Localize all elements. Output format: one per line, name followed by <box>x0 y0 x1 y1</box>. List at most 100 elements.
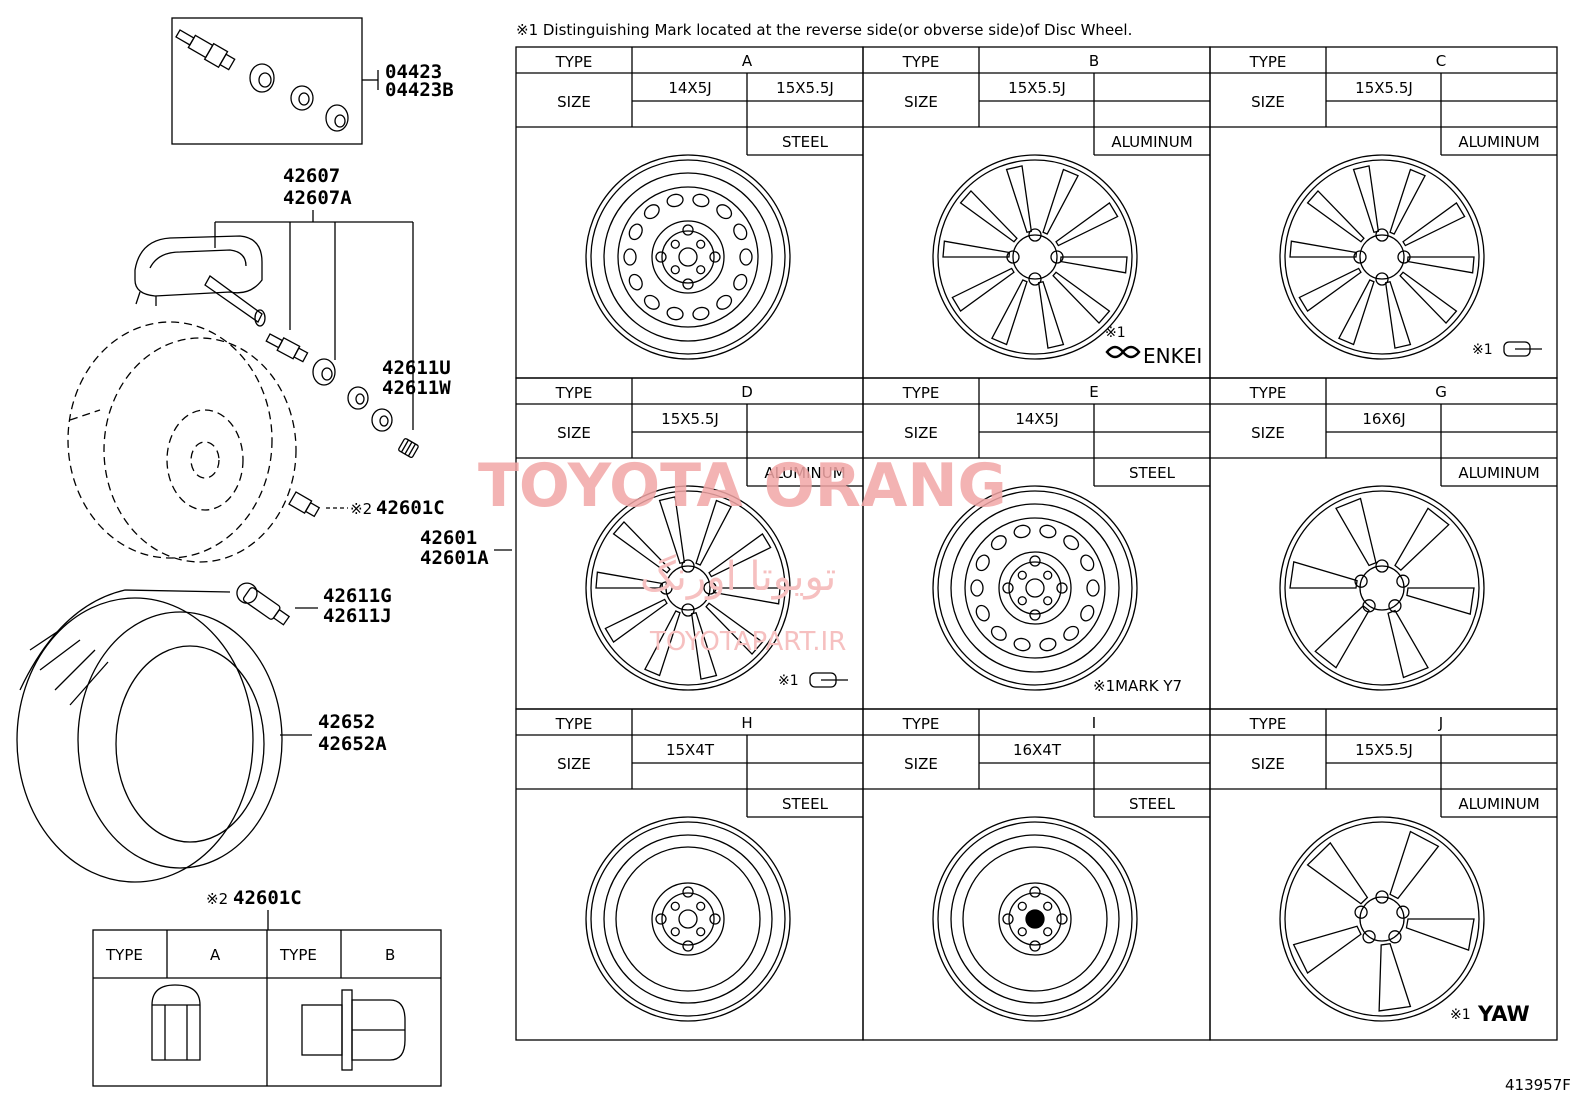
part-42611W: 42611W <box>382 377 451 399</box>
part-42611U: 42611U <box>382 357 451 379</box>
type-label: TYPE <box>555 715 593 733</box>
size-label: SIZE <box>904 755 938 773</box>
type-label: TYPE <box>555 384 593 402</box>
wheel-drawing-a <box>585 154 791 360</box>
wheel-table-grid <box>515 46 1558 1041</box>
material-label: ALUMINUM <box>764 464 845 482</box>
watermark: TOYOTA ORANG تويوتا اورنگ TOYOTAPART.IR <box>478 451 1007 657</box>
size-value: 15X4T <box>666 741 715 759</box>
tpms-sensor <box>134 235 266 327</box>
type-value: G <box>1435 383 1447 401</box>
wheel-drawing-j <box>1279 816 1485 1022</box>
size-label: SIZE <box>1251 93 1285 111</box>
size-value: 15X5.5J <box>1008 79 1066 97</box>
nut-table <box>92 929 442 1087</box>
type-label: TYPE <box>902 715 940 733</box>
size-value: 15X5.5J <box>776 79 834 97</box>
nut-a-drawing <box>151 984 201 1061</box>
mark-ref: ※1 <box>778 673 799 689</box>
size-value: 16X4T <box>1013 741 1062 759</box>
type-label: TYPE <box>902 53 940 71</box>
wheel-drawing-b <box>932 154 1138 360</box>
type-label: TYPE <box>902 384 940 402</box>
type-value: D <box>741 383 753 401</box>
distinguishing-note: ※1 Distinguishing Mark located at the re… <box>516 21 1132 39</box>
mark-ref: ※1 <box>1450 1007 1471 1023</box>
type-value: C <box>1436 52 1446 70</box>
size-label: SIZE <box>557 424 591 442</box>
mark-enkei: ENKEI <box>1143 344 1202 368</box>
material-label: STEEL <box>782 795 829 813</box>
material-label: STEEL <box>1129 795 1176 813</box>
watermark-sub: TOYOTAPART.IR <box>649 627 846 657</box>
wheel-cell-i: TYPE I SIZE 16X4T STEEL <box>902 714 1176 813</box>
size-label: SIZE <box>904 93 938 111</box>
tire <box>16 589 312 883</box>
snap-in-valve <box>236 582 318 626</box>
watermark-main: TOYOTA ORANG <box>478 451 1007 521</box>
material-label: ALUMINUM <box>1458 464 1539 482</box>
part-42607A: 42607A <box>283 187 352 209</box>
wheel-drawing-d <box>585 485 791 691</box>
type-value: H <box>741 714 752 732</box>
nut-type-a: A <box>210 946 221 964</box>
part-42611J: 42611J <box>323 605 392 627</box>
type-label: TYPE <box>555 53 593 71</box>
part-42611G: 42611G <box>323 585 392 607</box>
type-value: B <box>1089 52 1099 70</box>
size-label: SIZE <box>1251 424 1285 442</box>
mark-yaw: YAW <box>1477 1002 1530 1026</box>
wheel-cell-d: TYPE D SIZE 15X5.5J ALUMINUM ※1 <box>555 383 848 689</box>
type-value: I <box>1092 714 1096 732</box>
mark-ref: ※1 <box>1105 325 1126 341</box>
mark-ref: ※1 <box>1472 342 1493 358</box>
watermark-arabic: تويوتا اورنگ <box>640 554 836 600</box>
nut-table-title: 42601C <box>233 887 302 909</box>
part-04423B: 04423B <box>385 79 454 101</box>
nut-type-label-b: TYPE <box>279 946 317 964</box>
leader-42607 <box>214 210 414 430</box>
size-value: 14X5J <box>1015 410 1058 428</box>
part-04423: 04423 <box>385 61 442 83</box>
wheel-drawing-g <box>1279 485 1485 691</box>
part-42652A: 42652A <box>318 733 387 755</box>
type-label: TYPE <box>1249 53 1287 71</box>
material-label: STEEL <box>1129 464 1176 482</box>
lug-nut-small <box>288 491 348 518</box>
part-42601C: 42601C <box>376 497 445 519</box>
wheel-outline-dashed <box>67 321 297 563</box>
size-value: 15X5.5J <box>1355 741 1413 759</box>
part-42607: 42607 <box>283 165 340 187</box>
part-42601: 42601 <box>420 527 477 549</box>
size-label: SIZE <box>904 424 938 442</box>
material-label: STEEL <box>782 133 829 151</box>
size-label: SIZE <box>1251 755 1285 773</box>
wheel-drawings <box>585 154 1485 1022</box>
valve-kit-box <box>171 17 379 145</box>
mark-y7: ※1MARK Y7 <box>1093 677 1182 695</box>
part-42601A: 42601A <box>420 547 489 569</box>
part-42652: 42652 <box>318 711 375 733</box>
valve-small-parts <box>265 333 419 459</box>
mark2-42601C: ※2 <box>350 500 372 518</box>
type-label: TYPE <box>1249 384 1287 402</box>
size-value: 15X5.5J <box>661 410 719 428</box>
wheel-drawing-c <box>1279 154 1485 360</box>
nut-table-mark: ※2 <box>206 890 228 908</box>
material-label: ALUMINUM <box>1111 133 1192 151</box>
nut-type-b: B <box>385 946 395 964</box>
type-label: TYPE <box>1249 715 1287 733</box>
material-label: ALUMINUM <box>1458 795 1539 813</box>
size-label: SIZE <box>557 93 591 111</box>
size-value: 15X5.5J <box>1355 79 1413 97</box>
wheel-drawing-i <box>932 816 1138 1022</box>
